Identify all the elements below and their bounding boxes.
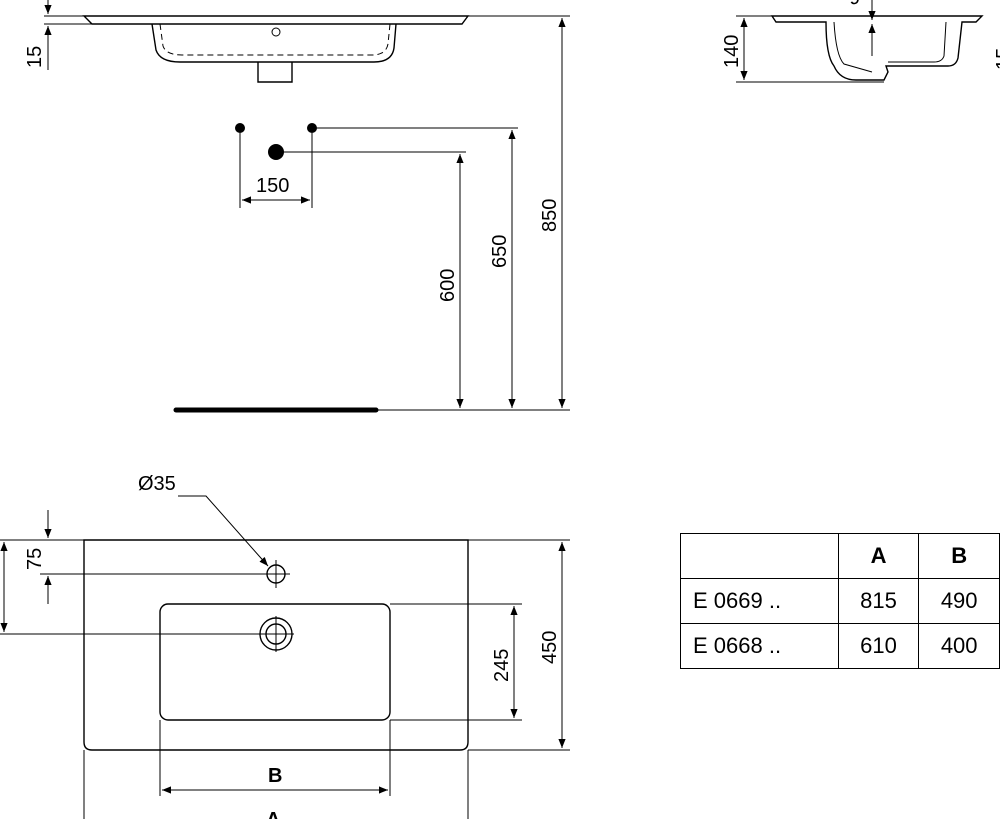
bowl-outline-plan bbox=[159, 603, 391, 721]
bowl-inner-hidden-line bbox=[159, 23, 391, 56]
dim-rim-thickness: 15 bbox=[24, 46, 46, 68]
table-row: E 0669 .. 815 490 bbox=[680, 578, 1000, 624]
waste-position bbox=[268, 144, 284, 160]
tap-position-left bbox=[235, 123, 245, 133]
front-elevation-view: 15 150 600 650 850 bbox=[24, 0, 570, 413]
dim-tap-spacing: 150 bbox=[256, 175, 289, 197]
dimension-table: A B E 0669 .. 815 490 E 0668 .. 610 400 bbox=[680, 533, 1000, 669]
table-header-cell bbox=[680, 533, 839, 579]
basin-profile-side bbox=[770, 15, 984, 81]
overflow-hole-front bbox=[271, 27, 281, 37]
tap-position-right bbox=[307, 123, 317, 133]
dim-side-right-partial: 15 bbox=[993, 48, 1000, 70]
dim-side-depth: 140 bbox=[721, 35, 743, 68]
table-cell-b: 490 bbox=[918, 578, 1000, 624]
dim-rim-height: 850 bbox=[539, 199, 561, 232]
table-row: E 0668 .. 610 400 bbox=[680, 623, 1000, 669]
table-cell-a: 610 bbox=[837, 623, 920, 669]
side-inner-contour bbox=[833, 21, 873, 73]
table-header-row: A B bbox=[680, 533, 1000, 579]
plan-view: Ø35 75 245 450 B A bbox=[0, 473, 570, 819]
dim-tap-offset: 75 bbox=[24, 548, 46, 570]
dim-a-label: A bbox=[266, 809, 280, 819]
dim-b-label: B bbox=[268, 765, 282, 787]
dim-bowl-depth: 245 bbox=[491, 649, 513, 682]
basin-rim-front bbox=[82, 15, 470, 25]
table-cell-model: E 0668 .. bbox=[680, 623, 839, 669]
side-elevation-view: 9 140 15 bbox=[721, 0, 1000, 83]
side-inner-contour-right bbox=[888, 21, 947, 63]
basin-outline-plan bbox=[83, 539, 469, 751]
dim-tap-hole-diameter: Ø35 bbox=[138, 473, 176, 495]
table-header-cell: A bbox=[837, 533, 920, 579]
dim-overall-depth: 450 bbox=[539, 631, 561, 664]
table-header-cell: B bbox=[918, 533, 1000, 579]
table-cell-b: 400 bbox=[918, 623, 1000, 669]
dim-waste-height: 600 bbox=[437, 269, 459, 302]
table-cell-a: 815 bbox=[837, 578, 920, 624]
waste-outlet-front bbox=[257, 62, 293, 83]
dim-side-top-partial: 9 bbox=[846, 0, 861, 10]
dim-tap-height: 650 bbox=[489, 235, 511, 268]
basin-bowl-front bbox=[151, 23, 397, 63]
table-cell-model: E 0669 .. bbox=[680, 578, 839, 624]
